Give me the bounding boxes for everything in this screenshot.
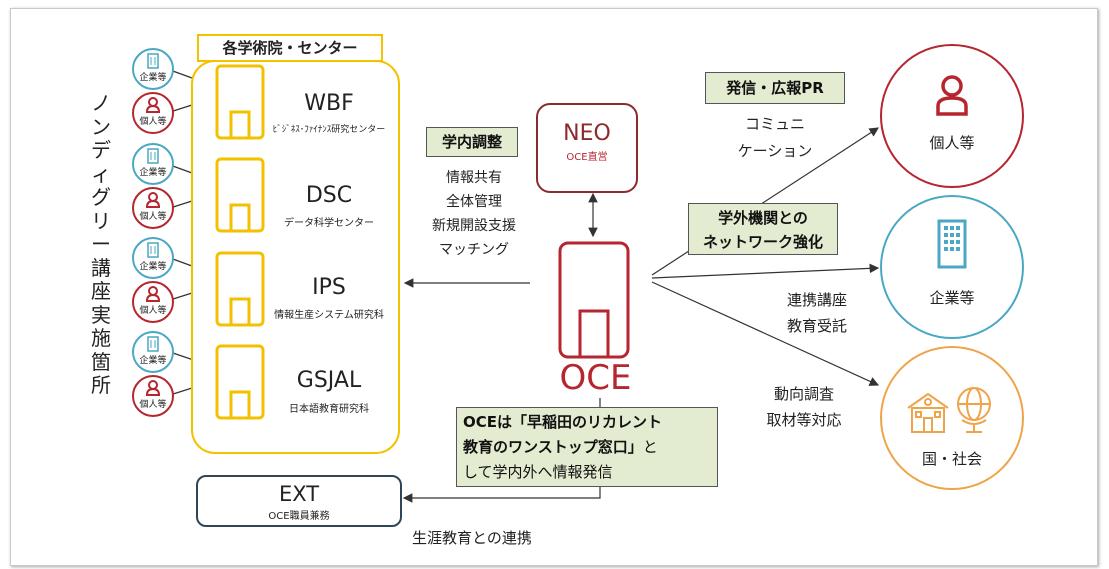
individual-label: 個人等 (139, 212, 167, 222)
building-icon (215, 344, 265, 420)
institute-name: 情報生産システム研究科 (274, 310, 384, 321)
target-label: 個人等 (929, 134, 975, 152)
office-building-icon (147, 336, 159, 352)
coordination-item: マッチング (439, 242, 509, 258)
company-target-circle: 企業等 (880, 195, 1024, 339)
communication-line: コミュニ (744, 115, 805, 133)
individual-label: 個人等 (139, 117, 167, 127)
collab-line: 教育受託 (786, 317, 847, 335)
coordination-item: 新規開設支援 (432, 218, 516, 234)
oce-message-line: 教育のワンストップ窓口」 (463, 438, 643, 456)
communication-line: ケーション (737, 142, 813, 160)
company-label: 企業等 (139, 356, 167, 366)
institute-code: WBF (304, 91, 354, 116)
person-icon (146, 286, 160, 302)
office-building-icon (147, 148, 159, 164)
neo-subtitle: OCE直営 (566, 152, 608, 163)
collab-line: 連携講座 (786, 291, 847, 309)
ext-subtitle: OCE職員兼務 (268, 511, 330, 522)
company-label: 企業等 (139, 168, 167, 178)
oce-label: OCE (559, 358, 632, 398)
company-circle: 企業等 (132, 48, 174, 90)
network-line: 学外機関との (718, 209, 808, 227)
oce-message-box: OCEは「早稲田のリカレント 教育のワンストップ窓口」と して学内外へ情報発信 (456, 407, 718, 487)
oce-building-icon (558, 241, 630, 359)
research-line: 動向調査 (773, 385, 834, 403)
institute-name: ﾋﾞｼﾞﾈｽ･ﾌｧｲﾅﾝｽ研究センター (272, 125, 386, 135)
person-icon (146, 380, 160, 396)
vertical-label: ノンディグリー講座実施箇所 (91, 91, 111, 397)
building-icon (215, 251, 265, 327)
oce-message-line: して学内外へ情報発信 (463, 463, 613, 481)
office-building-icon (147, 242, 159, 258)
institute-name: データ科学センター (284, 218, 374, 229)
target-label: 国・社会 (921, 450, 982, 468)
company-circle: 企業等 (132, 143, 174, 185)
institute-code: IPS (312, 275, 346, 300)
institute-name: 日本語教育研究科 (289, 404, 369, 415)
institute-code: GSJAL (296, 368, 362, 393)
network-box: 学外機関との ネットワーク強化 (688, 203, 838, 255)
ext-box: EXT OCE職員兼務 (196, 475, 402, 527)
individual-circle: 個人等 (132, 375, 174, 417)
individual-label: 個人等 (139, 400, 167, 410)
pr-title: 発信・広報PR (705, 72, 845, 104)
oce-message-line: OCEは「早稲田のリカレント (463, 413, 663, 431)
company-label: 企業等 (139, 262, 167, 272)
oce-message-tail: と (642, 438, 658, 456)
coordination-item: 全体管理 (446, 194, 502, 210)
network-line: ネットワーク強化 (702, 233, 823, 251)
internal-coordination-title: 学内調整 (426, 127, 518, 157)
neo-box: NEO OCE直営 (536, 103, 638, 193)
neo-title: NEO (563, 121, 611, 146)
company-label: 企業等 (139, 73, 167, 83)
office-building-icon (147, 53, 159, 69)
society-target-circle: 国・社会 (880, 346, 1024, 490)
individual-circle: 個人等 (132, 281, 174, 323)
company-circle: 企業等 (132, 331, 174, 373)
individual-label: 個人等 (139, 306, 167, 316)
ext-title: EXT (278, 482, 320, 506)
individual-circle: 個人等 (132, 187, 174, 229)
research-line: 取材等対応 (766, 411, 842, 429)
company-circle: 企業等 (132, 237, 174, 279)
institute-code: DSC (305, 183, 353, 208)
institutes-header: 各学術院・センター (197, 34, 383, 62)
individual-circle: 個人等 (132, 92, 174, 134)
office-building-icon (937, 219, 967, 269)
oce-right-arrows (651, 127, 880, 386)
individual-target-circle: 個人等 (880, 44, 1024, 188)
person-icon (146, 192, 160, 208)
person-icon (146, 97, 160, 113)
coordination-item: 情報共有 (446, 170, 502, 186)
lifelong-link-label: 生涯教育との連携 (412, 529, 532, 547)
building-icon (215, 64, 265, 140)
target-label: 企業等 (929, 289, 975, 307)
building-icon (215, 157, 265, 233)
person-icon (936, 75, 968, 116)
school-globe-icon (907, 387, 991, 433)
